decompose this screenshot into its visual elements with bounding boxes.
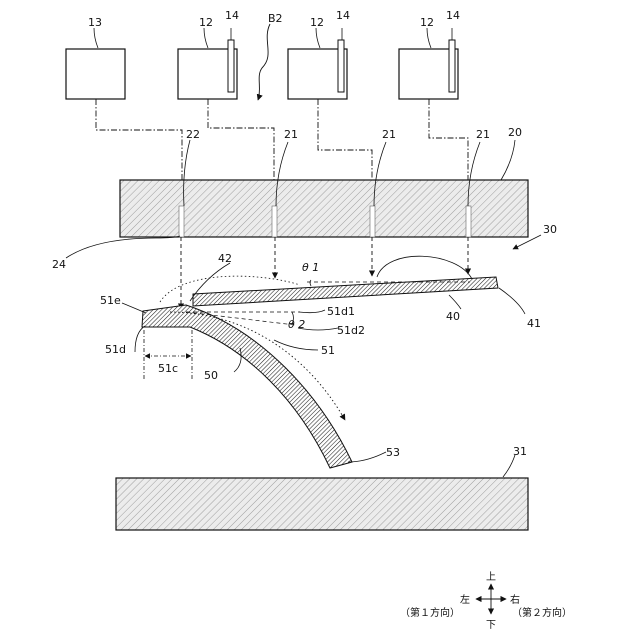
label-13: 13	[88, 16, 102, 29]
controller-box-13	[66, 49, 125, 99]
label-14-c: 14	[446, 9, 460, 22]
label-53: 53	[386, 446, 400, 459]
label-22: 22	[186, 128, 200, 141]
direction-arrows	[476, 584, 506, 614]
sensor-14-b	[338, 40, 344, 92]
b2-pointer-arrow	[258, 24, 270, 100]
label-24: 24	[52, 258, 66, 271]
plate-40	[193, 277, 498, 306]
label-51e: 51e	[100, 294, 121, 307]
label-41: 41	[527, 317, 541, 330]
curved-plate-51	[142, 305, 352, 468]
label-14-b: 14	[336, 9, 350, 22]
curved-plate-leaders	[122, 303, 515, 477]
label-30: 30	[543, 223, 557, 236]
base-block-31	[116, 478, 528, 530]
leader-lines-top	[94, 28, 452, 48]
label-down: 下	[486, 620, 496, 631]
label-12-a: 12	[199, 16, 213, 29]
label-21-c: 21	[476, 128, 490, 141]
sensor-14-c	[449, 40, 455, 92]
label-51d1: 51d1	[327, 305, 355, 318]
label-14-a: 14	[225, 9, 239, 22]
label-51d2: 51d2	[337, 324, 365, 337]
theta1-arc	[310, 280, 311, 286]
label-21-b: 21	[382, 128, 396, 141]
label-theta1: θ 1	[302, 261, 319, 274]
label-12-c: 12	[420, 16, 434, 29]
label-b2: B2	[268, 12, 283, 25]
label-first-direction: （第１方向）	[400, 606, 460, 619]
sensor-14-a	[228, 40, 234, 92]
label-12-b: 12	[310, 16, 324, 29]
label-40: 40	[446, 310, 460, 323]
label-50: 50	[204, 369, 218, 382]
label-20: 20	[508, 126, 522, 139]
label-42: 42	[218, 252, 232, 265]
label-51: 51	[321, 344, 335, 357]
label-right: 右	[510, 593, 520, 606]
label-51d: 51d	[105, 343, 126, 356]
label-21-a: 21	[284, 128, 298, 141]
label-theta2: θ 2	[288, 318, 305, 331]
label-51c: 51c	[158, 362, 178, 375]
label-second-direction: （第２方向）	[512, 606, 572, 619]
label-left: 左	[460, 593, 470, 606]
label-31: 31	[513, 445, 527, 458]
label-up: 上	[486, 571, 496, 583]
